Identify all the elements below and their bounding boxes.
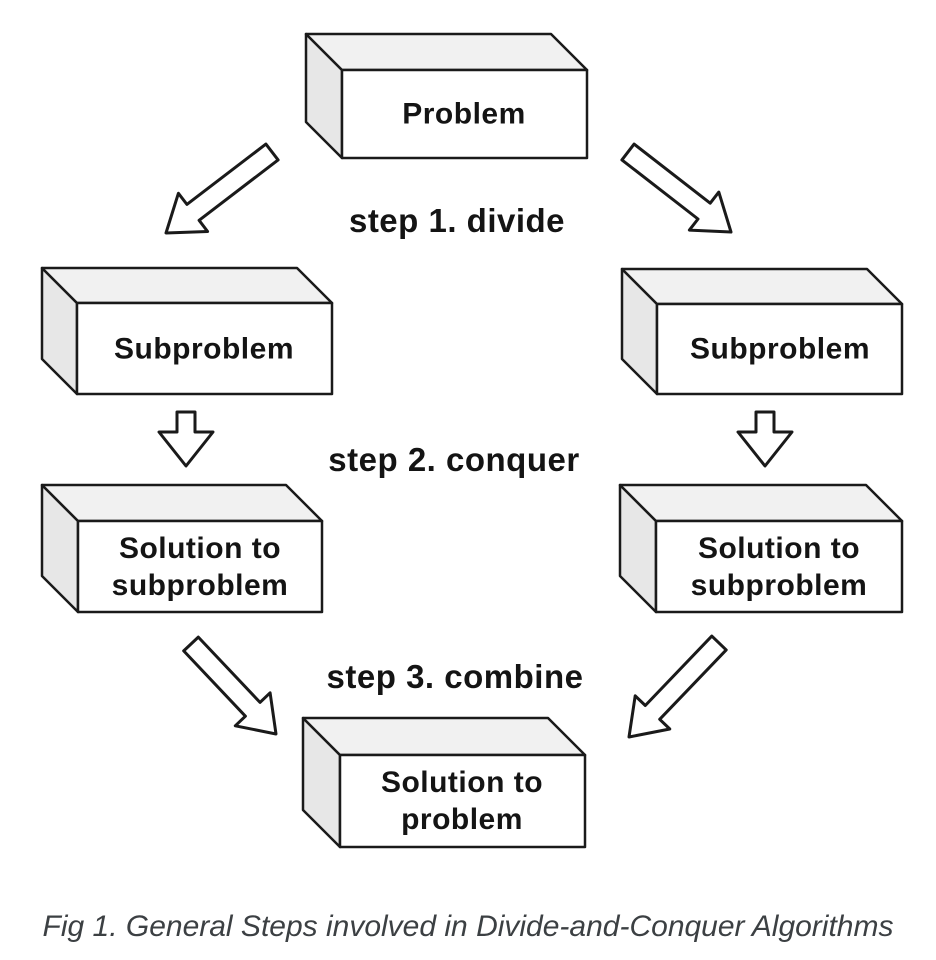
solution-subproblem-left-box-3d (40, 483, 324, 614)
problem-box-top-face (304, 32, 589, 72)
solution-problem-box-3d (301, 716, 587, 849)
subproblem-left-front-face (75, 301, 334, 396)
solution-problem-top-face (301, 716, 587, 757)
combine-arrow-right-icon (627, 634, 728, 739)
problem-box-3d (304, 32, 589, 160)
solution-subproblem-left-box-label: Solution to subproblem (111, 532, 289, 602)
problem-box-front-face (340, 68, 589, 160)
conquer-arrow-left-icon (157, 410, 215, 468)
problem-box-label: Problem (402, 97, 526, 131)
subproblem-right-box-3d (620, 267, 904, 396)
step2-conquer-label: step 2. conquer (328, 441, 580, 478)
subproblem-left-box-3d (40, 266, 334, 396)
subproblem-right-box-label: Subproblem (689, 332, 871, 366)
subproblem-right-front-face (655, 302, 904, 396)
conquer-arrow-right-icon (736, 410, 794, 468)
combine-arrow-left-icon (182, 635, 278, 736)
divide-arrow-left-icon (164, 142, 280, 235)
subproblem-right-top-face (620, 267, 904, 306)
solution-subproblem-right-top-face (618, 483, 904, 523)
solution-problem-box-label: Solution to problem (380, 766, 544, 836)
solution-subproblem-left-top-face (40, 483, 324, 523)
solution-subproblem-right-front-face (654, 519, 904, 614)
solution-subproblem-right-box-3d (618, 483, 904, 614)
step1-divide-label: step 1. divide (348, 202, 566, 239)
solution-subproblem-left-front-face (76, 519, 324, 614)
subproblem-left-top-face (40, 266, 334, 305)
figure-caption: Fig 1. General Steps involved in Divide-… (42, 910, 894, 943)
subproblem-left-box-label: Subproblem (113, 332, 295, 366)
divide-arrow-right-icon (620, 142, 733, 234)
solution-subproblem-right-box-label: Solution to subproblem (690, 532, 868, 602)
solution-problem-front-face (338, 753, 587, 849)
step3-combine-label: step 3. combine (326, 658, 584, 695)
